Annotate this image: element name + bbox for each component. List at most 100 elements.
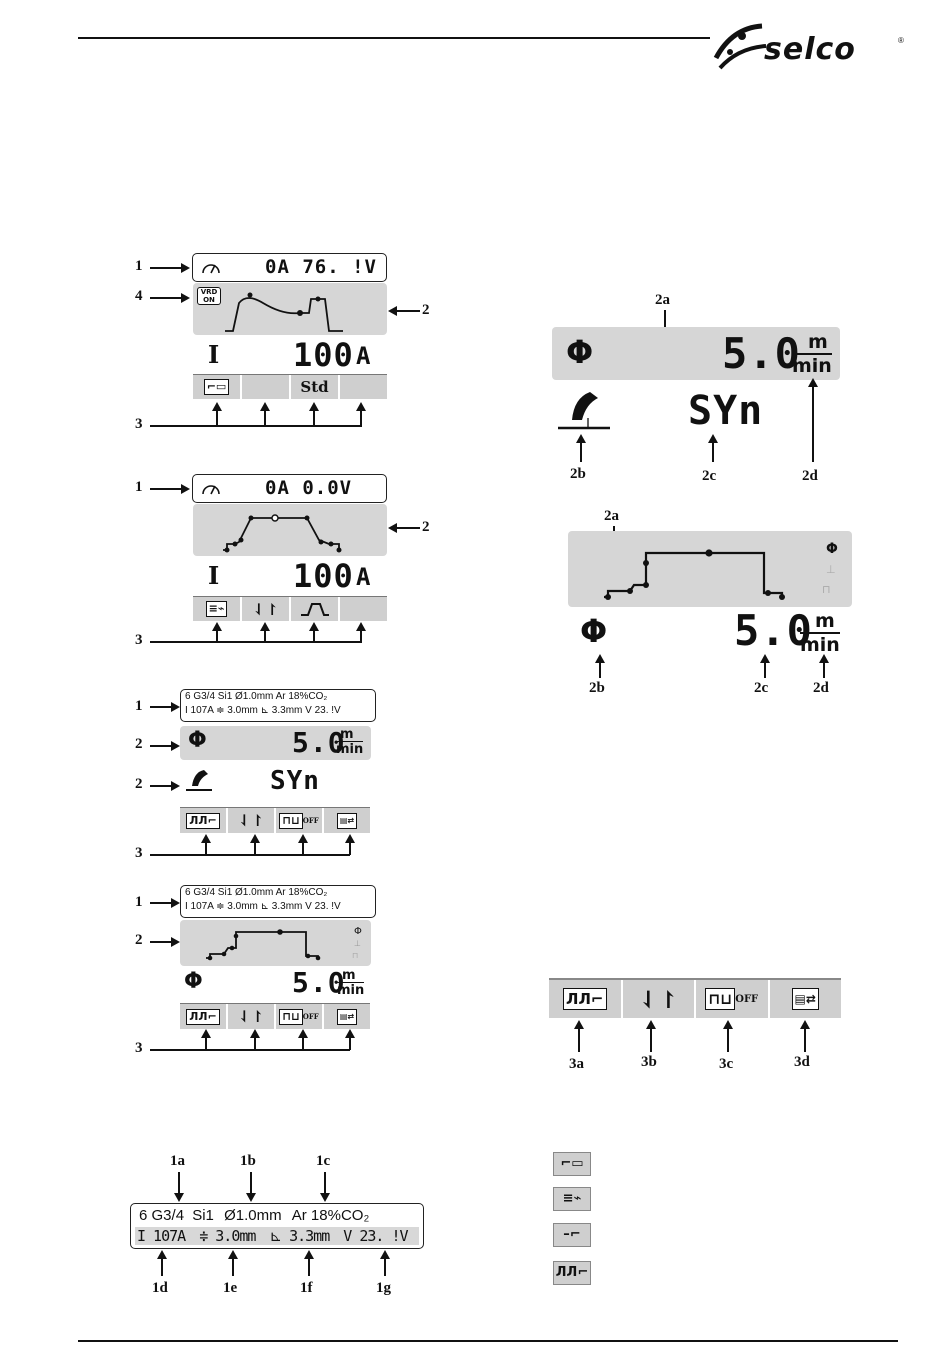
tab-arrow [201,1029,211,1050]
label-arrow [800,1020,810,1052]
label-arrow [646,1020,656,1052]
unit-top: m [808,331,828,353]
tab-double-pulse[interactable]: ⊓⊔OFF [276,1004,324,1029]
tab-process[interactable]: ≡⌁ [193,597,242,621]
callout-1-arrow [150,484,190,494]
top-rule [78,37,710,39]
tab-trigger[interactable]: ⇃↾ [242,597,291,621]
tab-process[interactable]: ⌐▭ [193,375,242,399]
tab-info[interactable]: ▤⇄ [770,980,842,1018]
svg-text:Φ: Φ [826,541,838,557]
tab-double-pulse[interactable]: ⊓⊔OFF [696,980,770,1018]
wire-speed-value: 5.0 [722,329,801,378]
callout-1-arrow [150,263,190,273]
tab-pulse[interactable] [291,597,340,621]
label-2c: 2c [754,680,769,696]
label-3c: 3c [719,1056,734,1072]
trigger-mode-icon: ⇃↾ [252,599,279,619]
tab-trigger[interactable]: ⇃↾ [623,980,696,1018]
label-arrow [595,654,605,678]
tab-std[interactable]: Std [291,375,340,399]
tab-process[interactable]: ЛЛ⌐ [180,1004,228,1029]
callout-1-arrow [150,702,180,712]
info-bar: 6 G3/4 Si1 Ø1.0mm Ar 18%CO₂ I 107A ≑ 3.0… [180,689,376,722]
tab-arrow [345,1029,355,1050]
brand-registered: ® [898,36,904,45]
tab-arrow [250,834,260,855]
info-line-2: I 107A ≑ 3.0mm ⊾ 3.3mm V 23. !V [185,901,341,912]
graph-panel: VRD ON [193,283,387,335]
tab-trigger[interactable]: ⇃↾ [228,1004,276,1029]
tab-process[interactable]: ЛЛ⌐ [180,808,228,833]
label-2d: 2d [813,680,829,696]
label-2b: 2b [570,466,586,482]
wire-speed-panel: Φ 5.0 m min [552,327,840,380]
tab-arrow [212,622,222,642]
tig-icon: ≡⌁ [205,601,228,617]
tab-info[interactable]: ▤⇄ [324,808,370,833]
param-value: 100 [293,557,354,595]
tab-empty-4[interactable] [340,375,387,399]
current-value: I 107A [137,1227,186,1245]
tab-arrow [356,402,366,426]
wire-speed-panel: Φ 5.0 m min [180,726,371,760]
tab-double-pulse[interactable]: ⊓⊔OFF [276,808,324,833]
svg-text:⊥: ⊥ [354,939,361,948]
callout-2: 2 [422,302,430,318]
label-arrow [246,1172,256,1202]
unit-bottom: min [792,353,832,377]
callout-2: 2 [135,932,143,948]
label-arrow [808,378,818,462]
label-arrow [380,1250,390,1276]
tig-glyph: ≡⌁ [562,1191,582,1206]
trigger-mode-icon: ⇃↾ [638,984,679,1014]
graph-panel [193,504,387,556]
label-3d: 3d [794,1054,810,1070]
double-pulse-icon: ⊓⊔ [279,1008,303,1025]
callout-3: 3 [135,416,143,432]
label-1f: 1f [300,1280,313,1296]
softkey-tabs: ≡⌁ ⇃↾ [193,596,387,621]
info-line-1: 6 G3/4 Si1 Ø1.0mm Ar 18%CO₂ [185,887,328,898]
tab-trigger[interactable]: ⇃↾ [228,808,276,833]
tab-info[interactable]: ▤⇄ [324,1004,370,1029]
tab-arrow [212,402,222,426]
wire-speed-value: 5.0 [292,966,346,999]
tab-empty-4[interactable] [340,597,387,621]
mig-cycle-curve: Φ ⊥ ⊓ [206,926,362,961]
callout-4: 4 [135,288,143,304]
mma-glyph: ⌐▭ [560,1156,584,1171]
callout-3: 3 [135,1040,143,1056]
info-line-1: 6 G3/4 Si1 Ø1.0mm Ar 18%CO₂ [185,691,328,702]
param-value: 100 [293,336,354,374]
info-bar-large: 6 G3/4 Si1 Ø1.0mm Ar 18%CO₂ I 107A ≑ 3.0… [130,1203,424,1249]
tab-empty-2[interactable] [242,375,291,399]
tab-arrow [260,402,270,426]
callout-1-arrow [150,898,180,908]
selco-logo: selco ® [712,18,912,74]
program-number: 6 [139,1207,148,1224]
mig-icon: –⌐ [553,1223,591,1247]
info-line-2: I 107A ≑ 3.0mm ⊾ 3.3mm V 23. !V [185,705,341,716]
mode-display: SYn [270,766,320,796]
label-1g: 1g [376,1280,391,1296]
param-unit: A [356,342,372,370]
callout-1: 1 [135,894,143,910]
wire-feed-icon: Φ [580,612,608,650]
trigger-mode-icon: ⇃↾ [237,1007,265,1026]
tab-process[interactable]: ЛЛ⌐ [549,980,623,1018]
unit-top: m [342,968,356,983]
label-arrow [576,434,586,462]
callout-4-arrow [150,293,190,303]
callout-2-arrow [388,306,420,316]
callout-2-arrow [150,781,180,791]
unit-bottom: min [337,982,365,998]
wire-feed-icon: Φ [184,969,203,994]
tig-icon: ≡⌁ [553,1187,591,1211]
callout-3-line [150,1049,350,1051]
callout-2-arrow [150,937,180,947]
label-arrow [819,654,829,678]
tab-arrow [250,1029,260,1050]
param-symbol: I [208,561,220,590]
softkey-tabs-large: ЛЛ⌐ ⇃↾ ⊓⊔OFF ▤⇄ [549,978,841,1018]
